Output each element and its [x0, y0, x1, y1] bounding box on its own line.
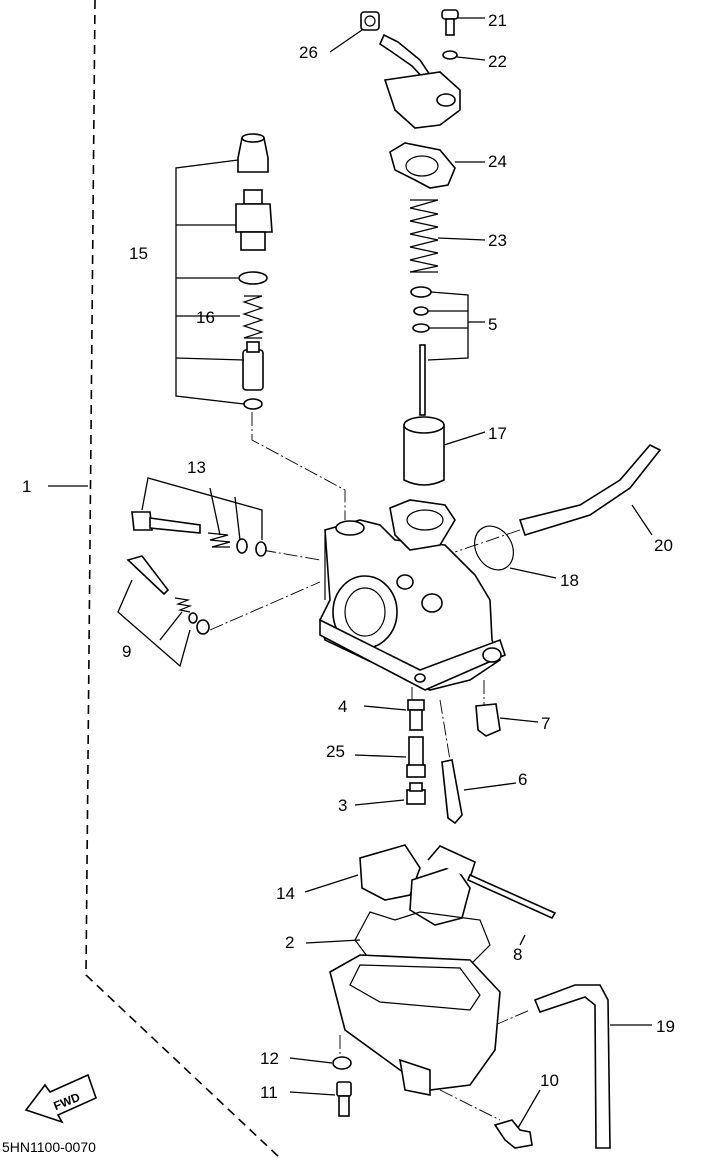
part-11-screw	[336, 1081, 352, 1117]
plunger-lower	[242, 341, 264, 410]
callout-4: 4	[338, 697, 347, 716]
callout-16: 16	[196, 308, 215, 327]
part-7-float-valve	[475, 703, 501, 737]
callout-25: 25	[326, 742, 345, 761]
part-13-pilot-screw-set	[131, 477, 267, 557]
callout-6: 6	[518, 770, 527, 789]
callout-17: 17	[488, 424, 507, 443]
part-5-needle-set	[410, 286, 432, 416]
callout-24: 24	[488, 152, 507, 171]
part-21-screw	[441, 9, 459, 36]
callout-18: 18	[560, 571, 579, 590]
part-12-washer	[332, 1056, 352, 1070]
callout-13: 13	[187, 458, 206, 477]
drawing-code: 5HN1100-0070	[2, 1139, 96, 1155]
part-26-nut	[360, 11, 380, 31]
callout-19: 19	[656, 1017, 675, 1036]
part-4-jet-holder	[407, 699, 425, 731]
callout-labels: 1 2 3 4 5 6 7 8 9 10 11 12 13 14 15 16 1…	[22, 11, 675, 1102]
callout-15: 15	[129, 244, 148, 263]
fwd-arrow-icon: FWD	[24, 1073, 97, 1124]
part-9-stop-screw-set	[117, 555, 210, 668]
part-24-gasket	[389, 142, 456, 189]
callout-26: 26	[299, 43, 318, 62]
part-22-washer	[442, 50, 458, 60]
part-18-o-ring	[474, 525, 514, 571]
callout-22: 22	[488, 52, 507, 71]
callout-1: 1	[22, 477, 31, 496]
part-17-throttle-valve	[403, 416, 445, 486]
callout-8: 8	[513, 945, 522, 964]
callout-10: 10	[540, 1071, 559, 1090]
callout-11: 11	[260, 1083, 278, 1102]
callout-7: 7	[541, 714, 550, 733]
part-16-spring	[242, 295, 264, 339]
part-20-hose	[518, 444, 662, 536]
part-3-main-jet	[406, 782, 426, 805]
part-15-plunger-group	[235, 133, 273, 285]
callout-20: 20	[654, 536, 673, 555]
callout-14: 14	[276, 884, 295, 903]
callout-5: 5	[488, 315, 497, 334]
part-19-hose	[533, 984, 611, 1149]
part-10-screw	[493, 1119, 533, 1149]
leader-lines	[48, 17, 653, 1129]
callout-9: 9	[122, 642, 131, 661]
callout-2: 2	[285, 933, 294, 952]
part-25-needle-jet	[406, 736, 426, 778]
carburetor-body	[319, 499, 506, 691]
part-8-float-pin	[466, 873, 557, 920]
float-bowl	[329, 954, 501, 1096]
callout-3: 3	[338, 796, 347, 815]
top-cap-with-tube	[378, 33, 461, 129]
callout-21: 21	[488, 11, 507, 30]
bracket-15	[175, 159, 245, 405]
assembly-boundary	[85, 0, 281, 1158]
part-23-spring	[409, 199, 439, 273]
part-6-drain-screw	[441, 759, 463, 825]
callout-12: 12	[260, 1049, 279, 1068]
callout-23: 23	[488, 231, 507, 250]
part-14-floats	[359, 844, 476, 926]
